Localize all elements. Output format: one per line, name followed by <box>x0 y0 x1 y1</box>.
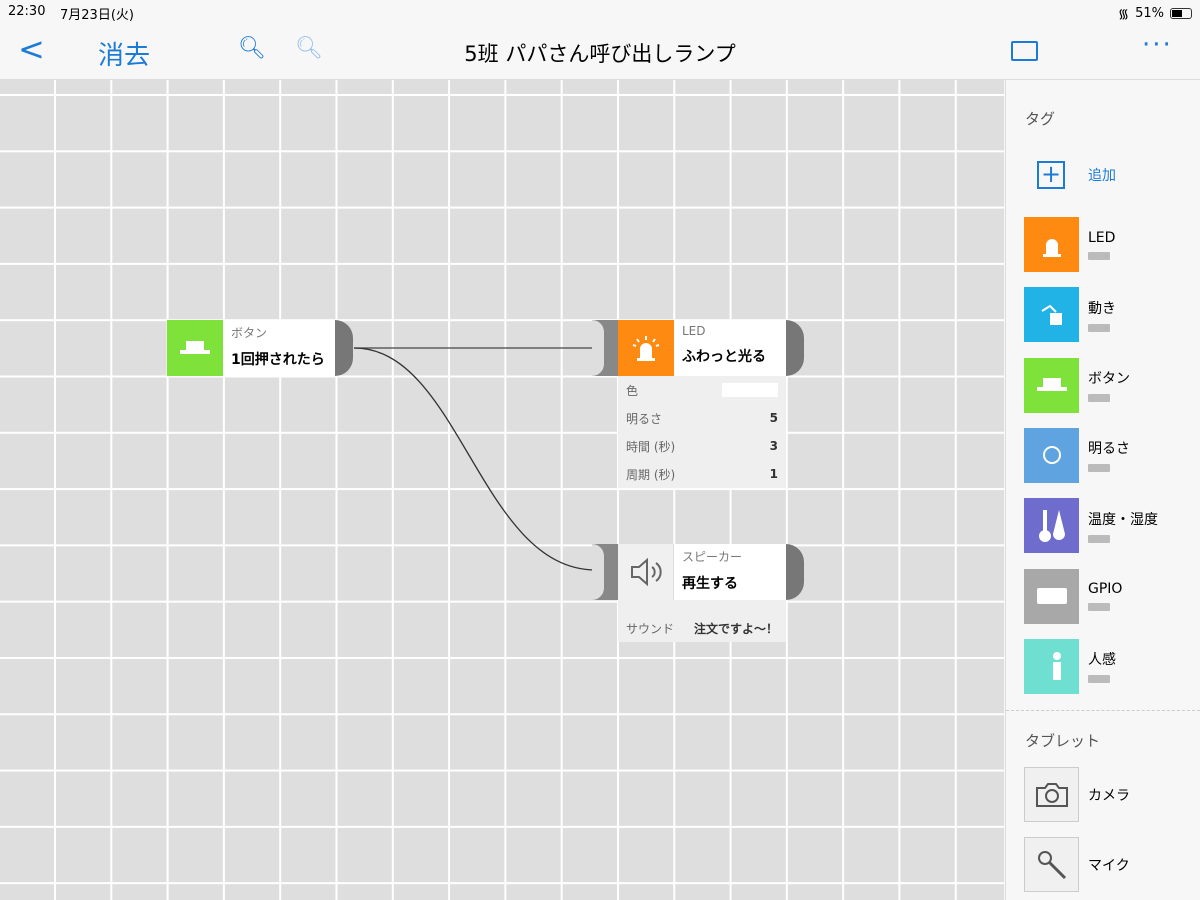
tablet-heading: タブレット <box>1025 732 1101 750</box>
navigation-bar: < 消去 🔍︎ 🔍︎ 5班 パパさん呼び出しランプ ··· <box>0 24 1200 80</box>
canvas[interactable]: ボタン 1回押されたら LED ふわっと光る 色 明るさ 5 時間 (秒) 3 周期 (… <box>0 80 1004 900</box>
clock: 22:30 <box>8 4 46 19</box>
node-action: ふわっと光る <box>682 349 766 365</box>
toggle-panel-button[interactable] <box>1011 41 1038 61</box>
zoom-out-icon[interactable]: 🔍︎ <box>238 36 266 61</box>
divider <box>1006 710 1200 711</box>
battery-icon <box>1170 7 1192 19</box>
gpio-icon <box>1024 568 1079 624</box>
prop-brightness[interactable]: 明るさ 5 <box>618 404 786 432</box>
led-node[interactable]: LED ふわっと光る <box>592 320 804 376</box>
page-title: 5班 パパさん呼び出しランプ <box>464 42 736 66</box>
output-port[interactable] <box>786 544 804 600</box>
item-label: カメラ <box>1088 787 1130 804</box>
camera-icon <box>1024 767 1079 822</box>
tag-item[interactable]: GPIO <box>1024 568 1123 624</box>
status-bar: 22:30 7月23日(火) ᯾ 51% <box>0 0 1200 24</box>
sidebar: タグ + 追加 LED 動きボタン明るさ温度・湿度 GPIO 人感 タブレット カメラ… <box>1005 80 1200 900</box>
battery-percent: 51% <box>1135 5 1164 21</box>
tablet-item-camera[interactable]: カメラ <box>1024 767 1130 822</box>
item-label: ボタン <box>1088 371 1130 388</box>
node-action: 再生する <box>682 576 738 592</box>
back-button[interactable]: < <box>18 30 45 68</box>
color-swatch[interactable] <box>722 383 778 397</box>
clear-button[interactable]: 消去 <box>98 41 151 71</box>
item-label: 動き <box>1088 300 1116 317</box>
more-button[interactable]: ··· <box>1142 30 1173 60</box>
tablet-item-mic[interactable]: マイク <box>1024 837 1130 892</box>
tag-item[interactable]: ボタン <box>1024 357 1130 413</box>
motion-icon <box>1024 287 1079 343</box>
prop-label: 周期 (秒) <box>626 467 676 482</box>
speaker-node[interactable]: スピーカー再生する <box>592 544 804 600</box>
input-port[interactable] <box>592 320 618 376</box>
input-port[interactable] <box>592 544 618 600</box>
tags-heading: タグ <box>1025 110 1056 128</box>
tag-item[interactable]: 温度・湿度 <box>1024 498 1158 554</box>
prop-period[interactable]: 周期 (秒) 1 <box>618 460 786 488</box>
button-node[interactable]: ボタン 1回押されたら <box>167 320 353 376</box>
battery-indicator <box>1088 464 1110 473</box>
tag-item[interactable]: 動き <box>1024 287 1116 343</box>
node-category: LED <box>682 324 706 338</box>
tag-item[interactable]: 人感 <box>1024 638 1116 694</box>
prop-label: 明るさ <box>626 411 663 426</box>
brightness-icon <box>1024 427 1079 483</box>
prop-value: 注文ですよ〜！ <box>693 621 778 636</box>
node-action: 1回押されたら <box>231 352 325 368</box>
microphone-icon <box>1024 837 1079 892</box>
led-icon <box>618 320 674 376</box>
prop-value: 5 <box>769 411 778 425</box>
item-label: 温度・湿度 <box>1088 511 1158 528</box>
tag-item[interactable]: 明るさ <box>1024 427 1130 483</box>
speaker-properties: サウンド 注文ですよ〜！ <box>618 600 786 642</box>
button-icon <box>1024 357 1079 413</box>
prop-value: 3 <box>769 439 778 453</box>
wires <box>353 347 597 571</box>
temperature-humidity-icon <box>1024 498 1079 554</box>
output-port[interactable] <box>335 320 353 376</box>
item-label: マイク <box>1088 857 1130 874</box>
node-category: ボタン <box>231 326 268 340</box>
wire-button-speaker <box>353 347 597 571</box>
speaker-icon <box>618 544 674 600</box>
item-label: LED <box>1088 229 1116 246</box>
prop-label: 時間 (秒) <box>626 439 676 454</box>
prop-sound[interactable]: サウンド 注文ですよ〜！ <box>618 614 786 642</box>
prop-color[interactable]: 色 <box>618 376 786 404</box>
add-tag-label[interactable]: 追加 <box>1088 168 1116 184</box>
battery-indicator <box>1088 675 1110 684</box>
battery-indicator <box>1088 323 1110 332</box>
node-category: スピーカー <box>682 550 743 564</box>
motion-sensor-icon <box>1024 638 1079 694</box>
date: 7月23日(火) <box>60 8 134 23</box>
battery-indicator <box>1088 534 1110 543</box>
wifi-icon: ᯾ <box>1118 7 1130 22</box>
battery-indicator <box>1088 394 1110 403</box>
item-label: GPIO <box>1088 581 1123 597</box>
led-properties: 色 明るさ 5 時間 (秒) 3 周期 (秒) 1 <box>618 376 786 488</box>
zoom-in-icon[interactable]: 🔍︎ <box>295 36 323 61</box>
output-port[interactable] <box>786 320 804 376</box>
battery-indicator <box>1088 251 1110 260</box>
battery-indicator <box>1088 603 1110 611</box>
item-label: 人感 <box>1088 652 1116 669</box>
item-label: 明るさ <box>1088 441 1130 458</box>
button-icon <box>167 320 223 376</box>
add-tag-button[interactable]: + <box>1037 161 1065 189</box>
prop-value: 1 <box>769 467 778 481</box>
tag-item[interactable]: LED <box>1024 217 1115 272</box>
prop-time[interactable]: 時間 (秒) 3 <box>618 432 786 460</box>
prop-label: サウンド <box>626 621 675 636</box>
prop-label: 色 <box>626 383 639 398</box>
led-icon <box>1024 217 1079 272</box>
